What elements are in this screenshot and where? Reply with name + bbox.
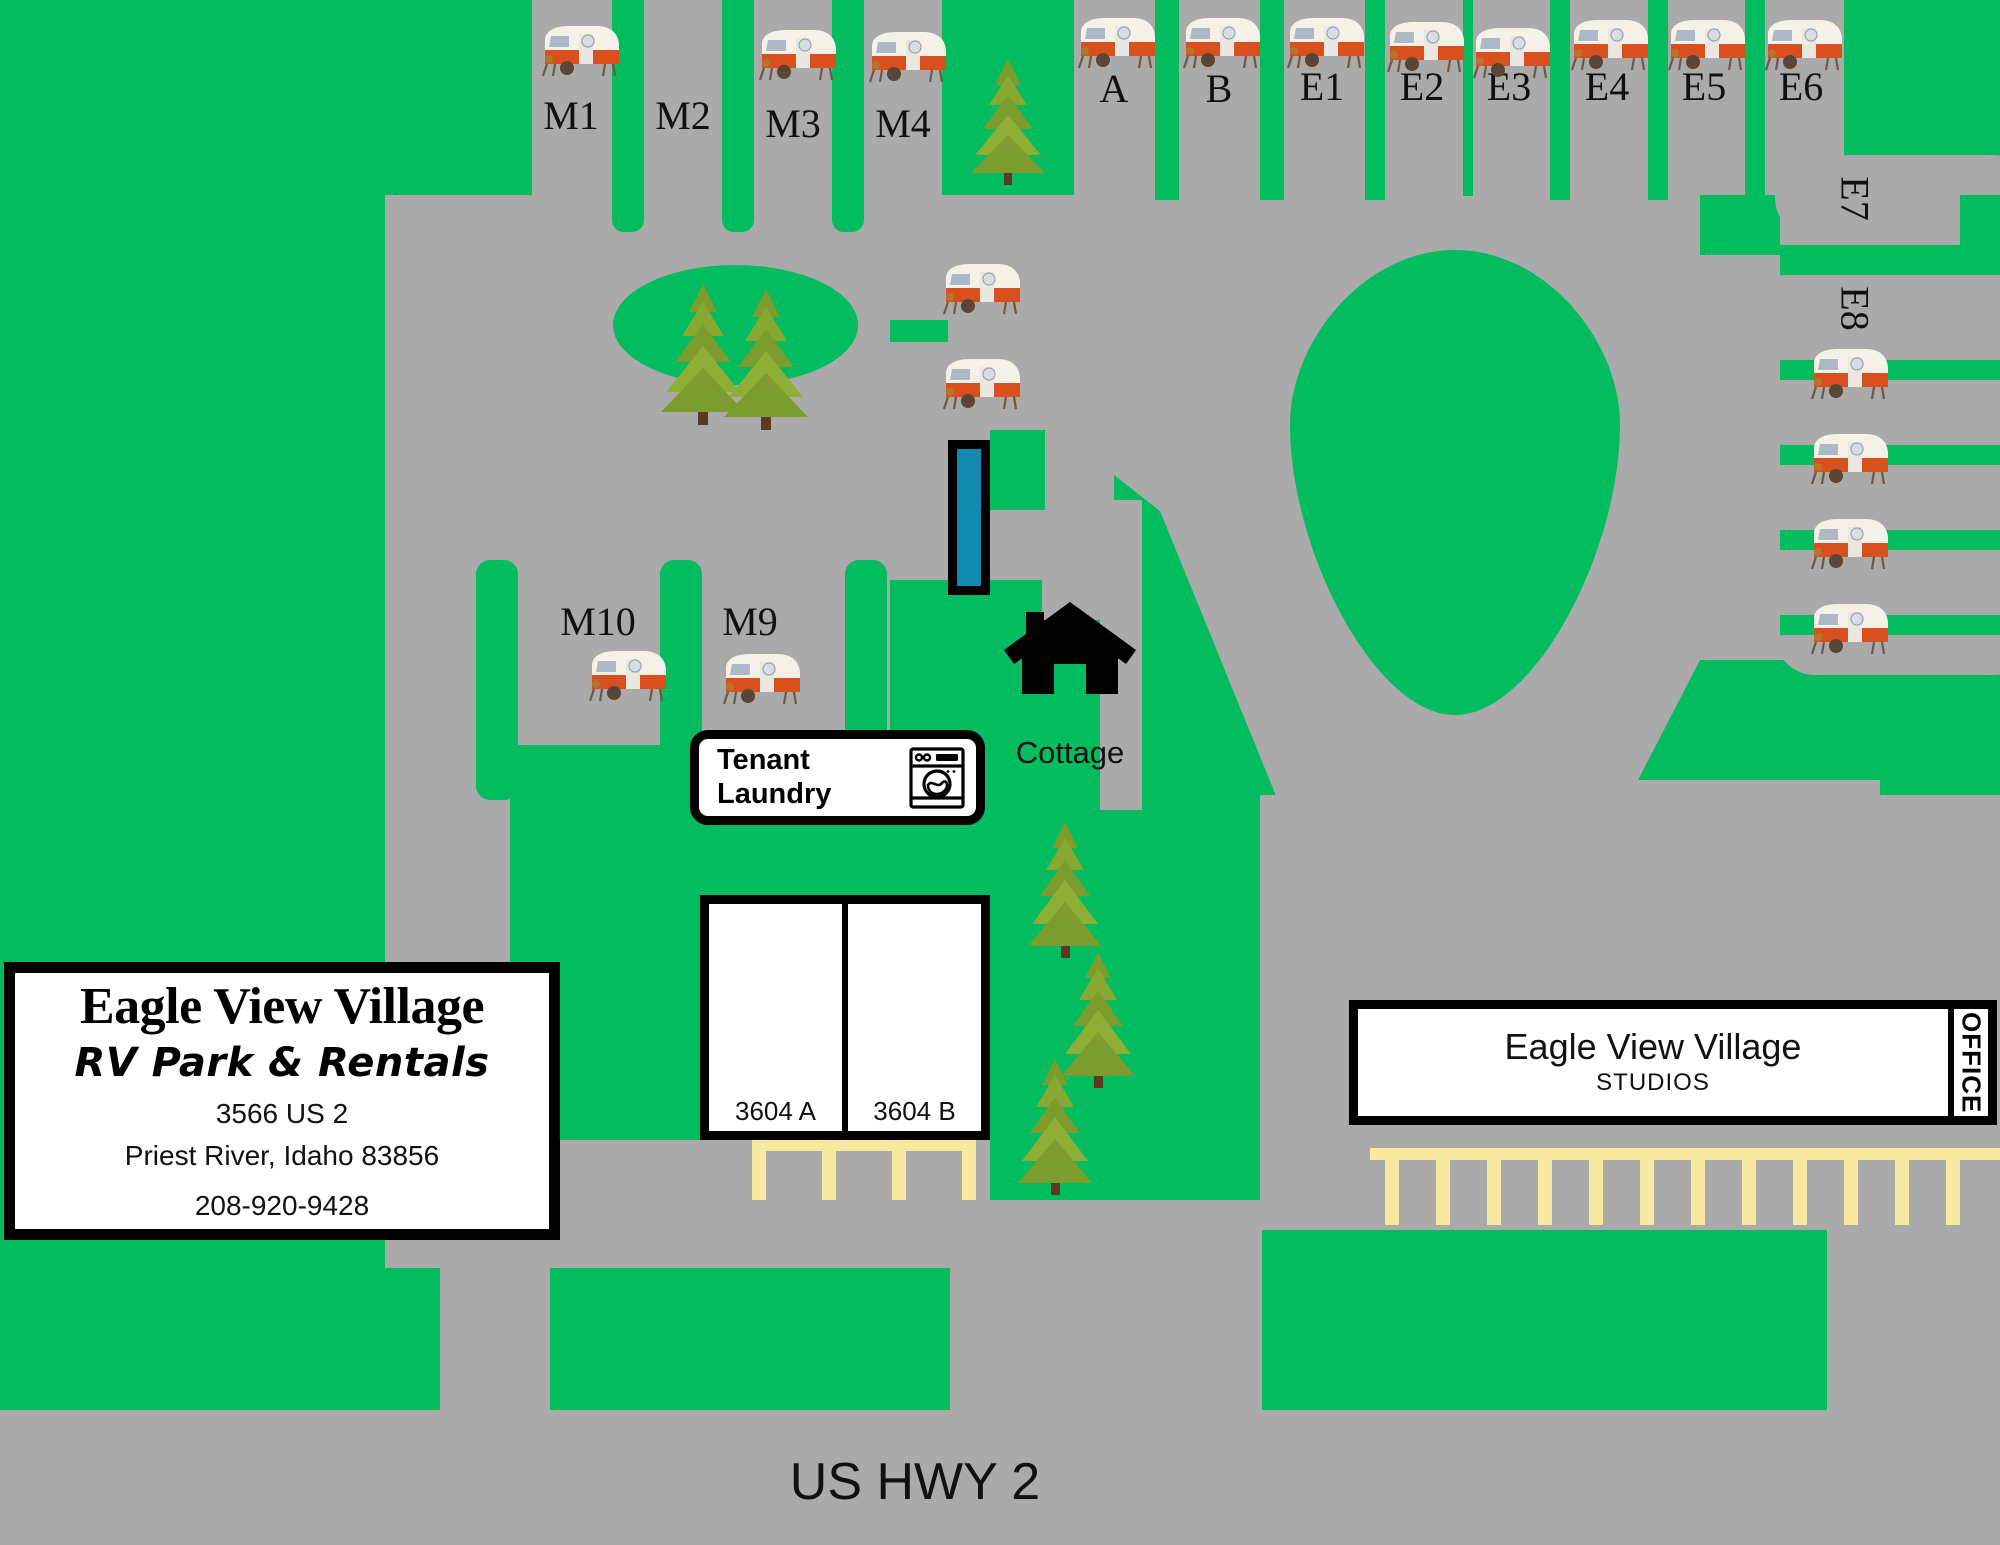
rv-trailer-icon [1560,14,1654,76]
road-us-hwy-2 [0,1410,2000,1545]
pine-tree-icon [718,285,813,430]
office-label: OFFICE [1956,1011,1987,1114]
parking-stripe [1385,1148,1399,1225]
pine-tree-icon [1012,1055,1097,1195]
grass-lower-right-block [1262,1230,1827,1410]
studios-sign-body: Eagle View Village STUDIOS [1358,1009,1948,1116]
rv-trailer-icon [932,353,1026,415]
rv-trailer-icon [1376,16,1470,78]
parking-stripe [752,1140,766,1200]
grass-gap-e1-e2 [1365,0,1385,200]
rv-trailer-icon [1800,513,1894,575]
grass-gap-m2-m3 [722,0,754,232]
parking-stripe [1793,1148,1807,1225]
rv-trailer-icon [1754,14,1848,76]
parking-stripe [1436,1148,1450,1225]
parking-stripe [1589,1148,1603,1225]
park-phone: 208-920-9428 [194,1190,370,1222]
grass-left-of-m1 [440,0,532,195]
tenant-laundry-sign[interactable]: Tenant Laundry [690,730,985,825]
rv-trailer-icon [1800,428,1894,490]
parking-stripe [1742,1148,1756,1225]
grass-mid-notch [890,320,948,342]
rv-trailer-icon [1172,12,1266,74]
grass-east-right-strip [1700,195,1780,255]
grass-wedge-right-loop [1638,660,2000,835]
parking-stripe [822,1140,836,1200]
parking-stripe [962,1140,976,1200]
studios-title: Eagle View Village [1504,1025,1802,1067]
parking-stripe [1538,1148,1552,1225]
park-address-line2: Priest River, Idaho 83856 [124,1140,440,1172]
pine-tree-icon [655,280,750,425]
grass-wedge-left-loop [1114,475,1292,835]
park-subtitle: RV Park & Rentals [74,1040,490,1087]
grass-gap-m3-m4 [832,0,864,232]
duplex-unit-a[interactable]: 3604 A [709,904,842,1131]
office-section[interactable]: OFFICE [1954,1009,1988,1116]
laundry-line1: Tenant [717,744,810,777]
pine-tree-icon [1055,948,1140,1088]
grass-left-of-a [1042,0,1074,195]
grass-lower-left-block [550,1268,950,1410]
rv-trailer-icon [858,26,952,88]
park-name: Eagle View Village [79,977,485,1035]
parking-stripe-rail [752,1140,976,1151]
highway-label: US HWY 2 [789,1453,1041,1511]
parking-stripe-rail [1370,1148,2000,1160]
rv-trailer-icon [1800,598,1894,660]
duplex-unit-b[interactable]: 3604 B [848,904,981,1131]
rv-trailer-icon [1276,12,1370,74]
rv-trailer-icon [578,645,672,707]
duplex-unit-b-label: 3604 B [873,1096,956,1126]
rv-trailer-icon [748,24,842,86]
rv-trailer-icon [712,648,806,710]
studios-building: Eagle View Village STUDIOS OFFICE [1349,1000,1997,1125]
pool-feature [948,440,990,595]
parking-stripe [1691,1148,1705,1225]
parking-stripe [892,1140,906,1200]
laundry-label: Tenant Laundry [717,744,831,811]
road-right-vertical [1260,795,2000,1195]
grass-gap-e2-e3 [1463,0,1473,196]
pine-tree-icon [1022,818,1107,958]
rv-trailer-icon [932,258,1026,320]
island-teardrop-grass [1290,250,1620,715]
road-mid-notch-right [1042,500,1142,620]
rv-trailer-icon [531,20,625,82]
pine-tree-icon [965,55,1050,185]
grass-right-edge-top [1960,195,2000,255]
rv-trailer-icon [1657,14,1751,76]
park-info-sign: Eagle View Village RV Park & Rentals 356… [4,962,560,1240]
house-icon [1004,602,1136,694]
grass-gap-e3-e4 [1550,0,1570,200]
laundry-line2: Laundry [717,777,832,810]
grass-gap-a-b [1155,0,1179,200]
island-oval-grass [613,265,858,385]
road-pad-m10 [510,545,658,745]
grass-gap-e4-e5 [1648,0,1668,200]
washing-machine-icon [909,746,965,809]
parking-stripe [1640,1148,1654,1225]
parking-stripe [1895,1148,1909,1225]
road-pad-m9 [695,545,843,745]
road-hwy-access [1090,1300,1220,1420]
parking-stripe [1946,1148,1960,1225]
park-address-line1: 3566 US 2 [215,1098,349,1130]
grass-notch-right-of-pool [990,430,1045,510]
studios-subtitle: STUDIOS [1596,1069,1710,1097]
grass-gap-e5-e6 [1745,0,1765,200]
duplex-unit-a-label: 3604 A [735,1096,816,1126]
rv-trailer-icon [1462,22,1556,84]
parking-stripe [1487,1148,1501,1225]
rv-trailer-icon [1800,343,1894,405]
parking-stripe [1844,1148,1858,1225]
grass-lower-left-sliver [385,1268,440,1410]
cottage-label: Cottage [1015,735,1125,770]
duplex-building-3604: 3604 A 3604 B [700,895,990,1140]
rv-trailer-icon [1067,12,1161,74]
grass-gap-b-e1 [1260,0,1284,200]
